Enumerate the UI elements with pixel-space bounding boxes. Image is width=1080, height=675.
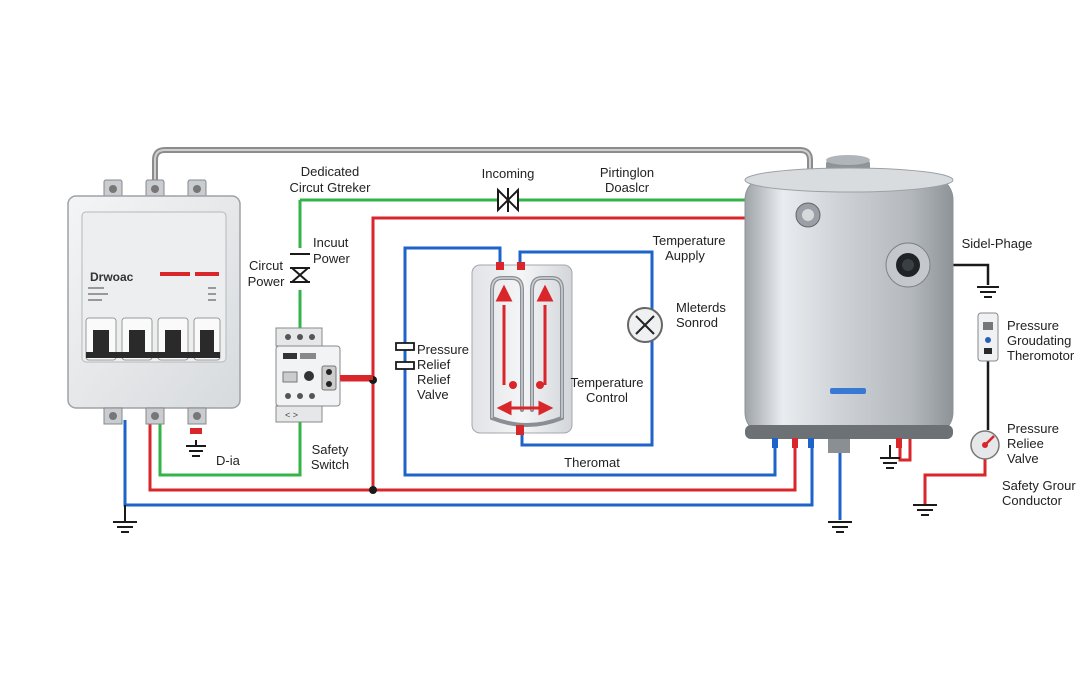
- green-wire: [158, 198, 802, 477]
- svg-text:Incuut: Incuut: [313, 235, 349, 250]
- label-side-phage: Sidel-Phage: [962, 236, 1033, 251]
- svg-text:Pressure: Pressure: [417, 342, 469, 357]
- breaker-modules: [85, 317, 221, 361]
- svg-text:Mleterds: Mleterds: [676, 300, 726, 315]
- svg-text:Temperature: Temperature: [653, 233, 726, 248]
- water-heater-tank: [744, 155, 954, 453]
- svg-text:Valve: Valve: [1007, 451, 1039, 466]
- svg-text:Valve: Valve: [417, 387, 449, 402]
- svg-text:Pressure: Pressure: [1007, 421, 1059, 436]
- svg-text:Temperature: Temperature: [571, 375, 644, 390]
- svg-text:Safety Grour: Safety Grour: [1002, 478, 1076, 493]
- heating-element: [471, 262, 573, 435]
- safety-switch-device: < >: [275, 327, 373, 423]
- ground-symbol: [977, 286, 999, 298]
- label-safety-switch: Safety Switch: [311, 442, 349, 472]
- svg-text:Switch: Switch: [311, 457, 349, 472]
- label-temperature-control: Temperature Control: [571, 375, 644, 405]
- grounding-thermistor: [977, 312, 999, 362]
- ground-symbol: [186, 440, 206, 457]
- label-incuit-power: Incuut Power: [313, 235, 351, 266]
- panel-brand: Drwoac: [90, 270, 134, 284]
- svg-text:Doaslcr: Doaslcr: [605, 180, 650, 195]
- svg-text:Power: Power: [248, 274, 286, 289]
- label-incoming: Incoming: [482, 166, 535, 181]
- breaker-panel: Drwoac: [67, 179, 241, 425]
- ground-symbol: [828, 521, 852, 533]
- label-circuit-power: Circut Power: [248, 258, 286, 289]
- label-temperature-supply: Temperature Aupply: [653, 233, 726, 263]
- blue-wire: [123, 246, 842, 520]
- svg-text:Power: Power: [313, 251, 351, 266]
- svg-text:Dedicated: Dedicated: [301, 164, 360, 179]
- label-meters-sonrod: Mleterds Sonrod: [676, 300, 726, 330]
- svg-text:Relief: Relief: [417, 357, 451, 372]
- label-pirtinglon: Pirtinglon Doaslcr: [600, 165, 654, 195]
- svg-text:Circut Gtreker: Circut Gtreker: [290, 180, 372, 195]
- label-pressure-relief-right: Pressure Reliee Valve: [1007, 421, 1059, 466]
- svg-text:Circut: Circut: [249, 258, 283, 273]
- ground-symbol: [113, 505, 137, 533]
- ground-symbol: [880, 445, 900, 469]
- panel-ground-label: D-ia: [216, 453, 241, 468]
- label-pressure-grounding: Pressure Groudating Theromotor: [1007, 318, 1075, 363]
- label-safety-ground: Safety Grour Conductor: [1002, 478, 1076, 508]
- svg-text:Reliee: Reliee: [1007, 436, 1044, 451]
- svg-text:Relief: Relief: [417, 372, 451, 387]
- pressure-relief-valve-right: [970, 430, 1000, 460]
- ground-symbol: [913, 504, 937, 516]
- label-pressure-relief-left: Pressure Relief Relief Valve: [417, 342, 469, 402]
- circuit-power-switch: [290, 253, 310, 283]
- svg-text:Pirtinglon: Pirtinglon: [600, 165, 654, 180]
- svg-text:Theromotor: Theromotor: [1007, 348, 1075, 363]
- svg-text:Aupply: Aupply: [665, 248, 705, 263]
- svg-text:Pressure: Pressure: [1007, 318, 1059, 333]
- label-dedicated-breaker: Dedicated Circut Gtreker: [290, 164, 372, 195]
- svg-text:< >: < >: [285, 410, 298, 420]
- svg-text:Control: Control: [586, 390, 628, 405]
- label-thermostat: Theromat: [564, 455, 620, 470]
- pressure-relief-symbol: [395, 342, 415, 370]
- incoming-valve-symbol: [497, 187, 519, 213]
- svg-text:Safety: Safety: [312, 442, 349, 457]
- meter-dial: [627, 307, 663, 343]
- svg-text:Conductor: Conductor: [1002, 493, 1063, 508]
- junction-dot: [369, 486, 377, 494]
- svg-text:Groudating: Groudating: [1007, 333, 1071, 348]
- svg-text:Sonrod: Sonrod: [676, 315, 718, 330]
